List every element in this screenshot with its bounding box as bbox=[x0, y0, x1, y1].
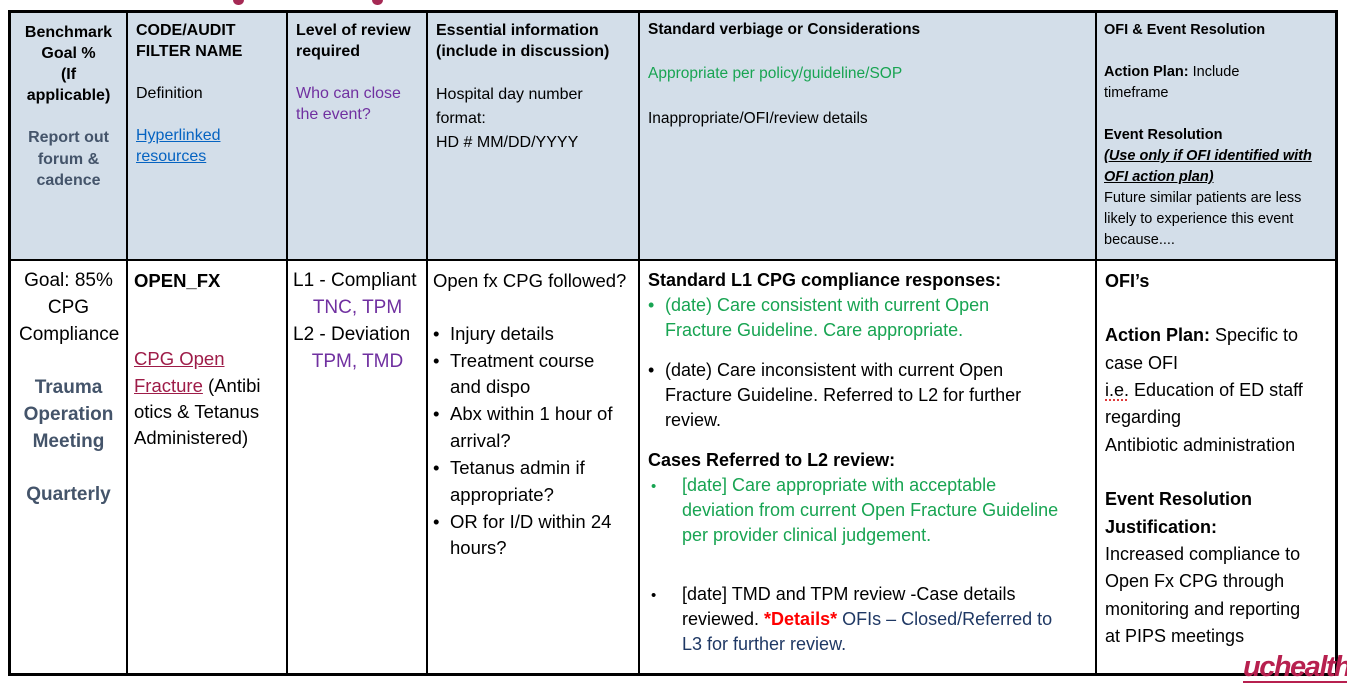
who-can-close-label: Who can close the event? bbox=[296, 85, 401, 124]
event-resolution-label: Event Resolution bbox=[1104, 127, 1223, 144]
header-cell-verbiage: Standard verbiage or Considerations Appr… bbox=[640, 13, 1097, 261]
review-header-title: Level of review required bbox=[296, 22, 411, 61]
resolution-justification-label: Event Resolution Justification: bbox=[1105, 489, 1253, 537]
essential-bullet: •Abx within 1 hour of arrival? bbox=[433, 401, 634, 455]
l1-responses-heading: Standard L1 CPG compliance responses: bbox=[648, 270, 1002, 290]
forum-text: Trauma Operation Meeting bbox=[23, 376, 114, 452]
bullet-icon: • bbox=[648, 295, 655, 315]
tmd-review-text: [date] TMD and TPM review -Case details … bbox=[682, 584, 1016, 629]
l2-bullet-green: •[date] Care appropriate with acceptable… bbox=[648, 473, 1091, 548]
bullet-icon: • bbox=[433, 322, 440, 344]
l2-bullet-mixed-text: [date] TMD and TPM review -Case details … bbox=[682, 582, 1091, 657]
resolution-justification-text: Increased compliance to Open Fx CPG thro… bbox=[1105, 543, 1301, 646]
header-cell-ofi: OFI & Event Resolution Action Plan: Incl… bbox=[1097, 13, 1335, 261]
essential-bullet: •OR for I/D within 24 hours? bbox=[433, 509, 634, 563]
bullet-icon: • bbox=[651, 478, 657, 495]
action-plan-example: i.e. Education of ED staff regarding bbox=[1105, 377, 1327, 432]
benchmark-header-title: Benchmark Goal % (If applicable) bbox=[24, 24, 113, 105]
action-plan-text: Include timeframe bbox=[1104, 64, 1240, 102]
cropped-title-fragment bbox=[233, 0, 244, 5]
essential-header-title: Essential information (include in discus… bbox=[436, 22, 610, 61]
ofi-closed-text: OFIs – Closed/Referred to L3 for further… bbox=[682, 609, 1053, 654]
body-cell-verbiage: Standard L1 CPG compliance responses: •(… bbox=[640, 261, 1097, 673]
level-1-closers: TNC, TPM bbox=[312, 296, 403, 318]
essential-bullet: •Tetanus admin if appropriate? bbox=[433, 455, 634, 509]
header-cell-code: CODE/AUDIT FILTER NAME Definition Hyperl… bbox=[128, 13, 288, 261]
filter-definition: CPG Open Fracture (Antibi otics & Tetanu… bbox=[134, 346, 282, 451]
filter-definition-rest: (Antibi otics & Tetanus Administered) bbox=[134, 374, 261, 449]
ie-text: i.e. bbox=[1105, 380, 1130, 401]
action-plan-label: Action Plan: bbox=[1104, 64, 1189, 81]
bullet-icon: • bbox=[648, 360, 655, 380]
header-cell-review: Level of review required Who can close t… bbox=[288, 13, 428, 261]
benchmark-header-subtitle: Report out forum & cadence bbox=[28, 129, 109, 189]
hyperlinked-resources-link[interactable]: Hyperlinked resources bbox=[136, 127, 221, 166]
cadence-text: Quarterly bbox=[26, 483, 111, 505]
bullet-icon: • bbox=[433, 349, 440, 371]
bullet-icon: • bbox=[433, 456, 440, 478]
l2-referred-heading: Cases Referred to L2 review: bbox=[648, 450, 896, 470]
ie-detail-text: Education of ED staff regarding bbox=[1105, 380, 1303, 428]
code-header-title: CODE/AUDIT FILTER NAME bbox=[136, 22, 243, 61]
uchealth-logo: uchealth bbox=[1243, 651, 1347, 683]
event-resolution-note: (Use only if OFI identified with OFI act… bbox=[1104, 148, 1312, 186]
header-cell-essential: Essential information (include in discus… bbox=[428, 13, 640, 261]
cpg-open-fracture-link[interactable]: CPG Open Fracture bbox=[134, 348, 225, 396]
essential-bullet: •Injury details bbox=[433, 321, 634, 348]
level-2-closers: TPM, TMD bbox=[311, 350, 404, 372]
definition-label: Definition bbox=[136, 85, 203, 103]
bullet-icon: • bbox=[651, 587, 657, 604]
bullet-icon: • bbox=[433, 510, 440, 532]
verbiage-bullet-black: •(date) Care inconsistent with current O… bbox=[648, 358, 1091, 433]
body-cell-benchmark: Goal: 85% CPG Compliance Trauma Operatio… bbox=[11, 261, 128, 673]
level-1-label: L1 - Compliant bbox=[293, 270, 417, 291]
verbiage-bullet-green: •(date) Care consistent with current Ope… bbox=[648, 293, 1091, 343]
goal-text: Goal: 85% CPG Compliance bbox=[19, 270, 120, 345]
ofi-header-title: OFI & Event Resolution bbox=[1104, 22, 1266, 38]
action-plan-row: Action Plan: Specific to case OFI bbox=[1105, 322, 1327, 377]
verbiage-header-title: Standard verbiage or Considerations bbox=[648, 21, 921, 38]
cropped-title-fragment bbox=[372, 0, 383, 5]
body-cell-ofi: OFI’s Action Plan: Specific to case OFI … bbox=[1097, 261, 1335, 673]
level-2-label: L2 - Deviation bbox=[293, 323, 411, 345]
body-cell-code: OPEN_FX CPG Open Fracture (Antibi otics … bbox=[128, 261, 288, 673]
header-cell-benchmark: Benchmark Goal % (If applicable) Report … bbox=[11, 13, 128, 261]
essential-bullet: •Treatment course and dispo bbox=[433, 348, 634, 402]
hospital-day-format: Hospital day number format: HD # MM/DD/Y… bbox=[436, 86, 583, 152]
appropriate-label: Appropriate per policy/guideline/SOP bbox=[648, 65, 903, 83]
ofis-heading: OFI’s bbox=[1105, 271, 1150, 291]
antibiotic-admin-text: Antibiotic administration bbox=[1105, 434, 1296, 455]
bullet-icon: • bbox=[433, 403, 440, 425]
l2-bullet-mixed: • [date] TMD and TPM review -Case details… bbox=[648, 582, 1091, 657]
audit-filter-table: Benchmark Goal % (If applicable) Report … bbox=[8, 10, 1338, 676]
action-plan-header: Action Plan: Include timeframe bbox=[1104, 62, 1327, 104]
cpg-question: Open fx CPG followed? bbox=[433, 270, 627, 291]
filter-code-name: OPEN_FX bbox=[134, 270, 221, 291]
inappropriate-label: Inappropriate/OFI/review details bbox=[648, 109, 868, 127]
body-cell-essential: Open fx CPG followed? •Injury details •T… bbox=[428, 261, 640, 673]
action-plan-text: Specific to case OFI bbox=[1105, 325, 1299, 373]
action-plan-label: Action Plan: bbox=[1105, 325, 1211, 346]
details-alert-text: *Details* bbox=[764, 609, 838, 629]
body-cell-review: L1 - Compliant TNC, TPM L2 - Deviation T… bbox=[288, 261, 428, 673]
event-resolution-text: Future similar patients are less likely … bbox=[1104, 190, 1302, 249]
